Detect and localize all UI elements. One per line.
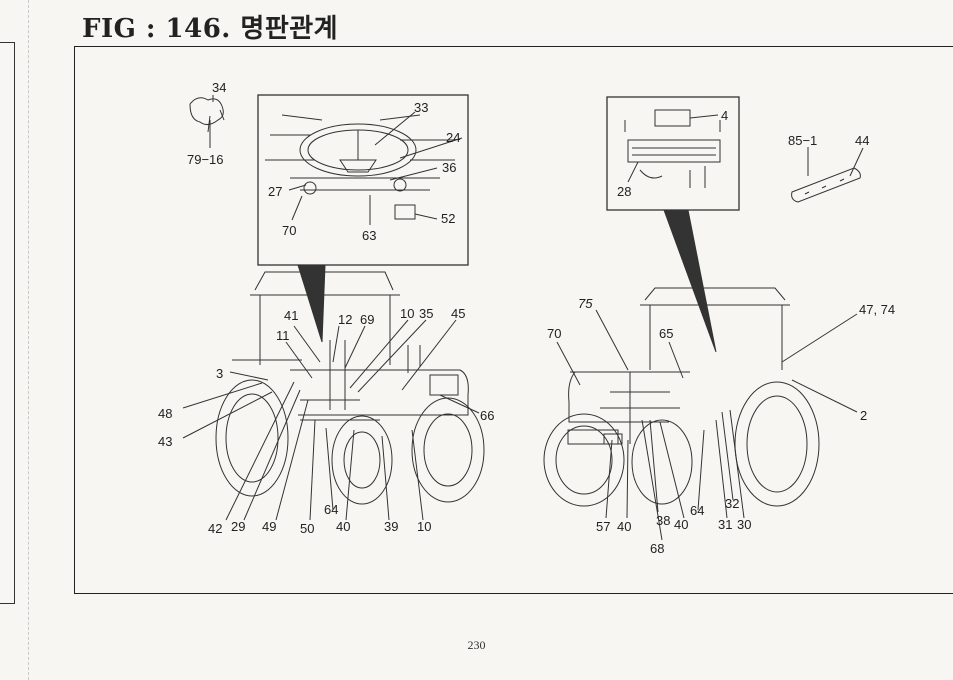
callout-35: 35 [419, 306, 433, 321]
callout-75: 75 [578, 296, 593, 311]
callout-49: 49 [262, 519, 276, 534]
callout-3: 3 [216, 366, 223, 381]
callout-52: 52 [441, 211, 455, 226]
callout-4: 4 [721, 108, 728, 123]
callout-47-74: 47, 74 [859, 302, 895, 317]
callout-28: 28 [617, 184, 631, 199]
tractor-right [543, 287, 820, 507]
callout-10-bottom: 10 [417, 519, 431, 534]
callout-85-1: 85−1 [788, 133, 817, 148]
callout-45: 45 [451, 306, 465, 321]
pointer-wedge-right [663, 209, 717, 353]
callout-64-left: 64 [324, 502, 338, 517]
callout-63: 63 [362, 228, 376, 243]
leader-lines-left [182, 319, 480, 521]
callout-30: 30 [737, 517, 751, 532]
page-crease [28, 0, 29, 680]
callout-40-right-a: 40 [617, 519, 631, 534]
left-margin-bracket [0, 42, 15, 604]
callout-11: 11 [276, 328, 290, 343]
callout-69: 69 [360, 312, 374, 327]
callout-50: 50 [300, 521, 314, 536]
callout-44: 44 [855, 133, 869, 148]
key-tag-part [189, 95, 225, 148]
callout-64-right: 64 [690, 503, 704, 518]
callout-70-right: 70 [547, 326, 561, 341]
callout-41: 41 [284, 308, 298, 323]
callout-numbers: 34 79−16 33 24 36 27 70 63 52 4 28 85−1 … [158, 80, 895, 556]
figure-title: FIG : 146. 명판관계 [82, 14, 339, 44]
callout-40-right-b: 40 [674, 517, 688, 532]
page-number: 230 [467, 638, 486, 652]
callout-70-inset: 70 [282, 223, 296, 238]
callout-29: 29 [231, 519, 245, 534]
leader-lines-right [556, 309, 858, 541]
callout-27: 27 [268, 184, 282, 199]
callout-36: 36 [442, 160, 456, 175]
callout-48: 48 [158, 406, 172, 421]
callout-79-16: 79−16 [187, 152, 224, 167]
label-strip-part [791, 147, 864, 203]
pointer-wedge-left [297, 264, 326, 343]
callout-39: 39 [384, 519, 398, 534]
callout-40-left: 40 [336, 519, 350, 534]
callout-2: 2 [860, 408, 867, 423]
callout-10-top: 10 [400, 306, 414, 321]
callout-65: 65 [659, 326, 673, 341]
callout-31: 31 [718, 517, 732, 532]
callout-68: 68 [650, 541, 664, 556]
tractor-left [215, 271, 485, 505]
callout-32: 32 [725, 496, 739, 511]
callout-57: 57 [596, 519, 610, 534]
callout-33: 33 [414, 100, 428, 115]
callout-43: 43 [158, 434, 172, 449]
callout-12: 12 [338, 312, 352, 327]
dashboard-inset [257, 94, 469, 266]
callout-42: 42 [208, 521, 222, 536]
callout-66: 66 [480, 408, 494, 423]
callout-38: 38 [656, 513, 670, 528]
callout-24: 24 [446, 130, 460, 145]
callout-34: 34 [212, 80, 226, 95]
figure-frame [74, 46, 953, 594]
